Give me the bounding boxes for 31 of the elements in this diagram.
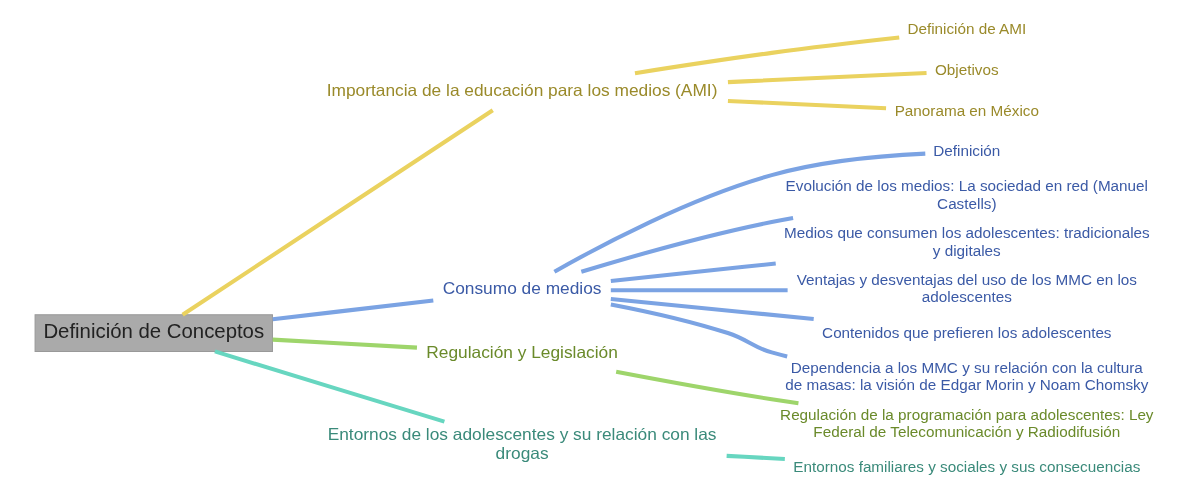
node-text: Ventajas y desventajas del uso de los MMC en los adolescentes <box>796 271 1137 306</box>
node-text: Contenidos que prefieren los adolescentes <box>822 323 1112 341</box>
connector <box>553 151 926 274</box>
node-text: Regulación de la programación para adolescentes: Ley Federal de Telecomunicación y Radiodifusión <box>780 405 1154 440</box>
connector <box>610 261 776 283</box>
node-text: Dependencia a los MMC y su relación con la cultura de masas: la visión de Edgar Morin y Noam Chomsky <box>785 358 1149 394</box>
node-text: Entornos familiares y sociales y sus consecuencias <box>793 458 1141 476</box>
node-text: Objetivos <box>934 60 999 78</box>
connector <box>727 70 927 85</box>
connector <box>181 108 494 317</box>
connector <box>610 288 788 293</box>
node-text: Evolución de los medios: La sociedad en red (Manuel Castells) <box>785 177 1148 212</box>
connector <box>727 98 887 111</box>
node-text: Panorama en México <box>894 101 1039 119</box>
connector <box>272 298 434 322</box>
node-text: Regulación y Legislación <box>426 341 618 362</box>
connector <box>580 215 794 274</box>
node-text: Definición de AMI <box>907 20 1027 38</box>
connector <box>214 349 445 424</box>
node-box: Definición de Conceptos <box>34 314 273 352</box>
node-text: Definición <box>933 142 1001 160</box>
node-text: Importancia de la educación para los medios (AMI) <box>326 79 718 100</box>
node-text: Entornos de los adolescentes y su relación con las drogas <box>327 423 717 463</box>
connector <box>272 337 418 350</box>
connector <box>615 369 799 406</box>
node-text: Consumo de medios <box>442 278 602 299</box>
connector <box>610 302 788 359</box>
connector <box>726 453 785 461</box>
connector <box>634 35 900 76</box>
node-text: Medios que consumen los adolescentes: tradicionales y digitales <box>783 224 1150 259</box>
connector <box>610 296 814 322</box>
